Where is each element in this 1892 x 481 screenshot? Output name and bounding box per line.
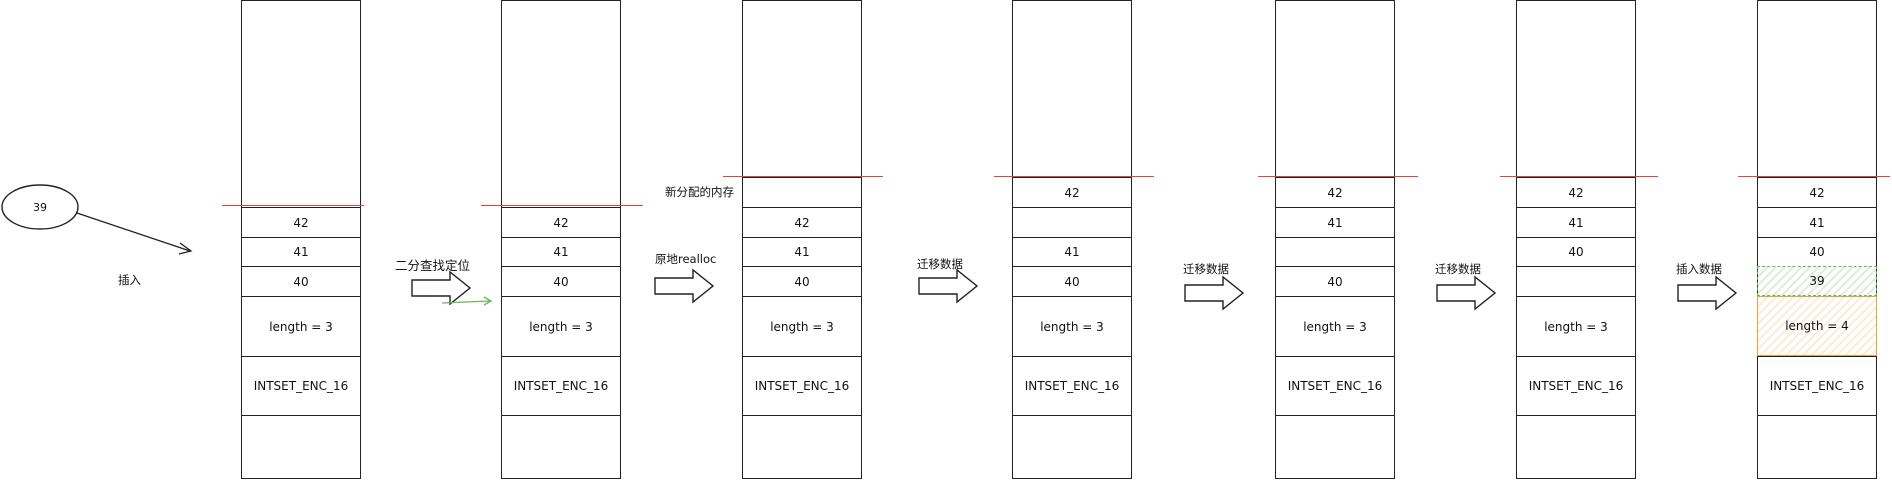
cell-empty <box>1516 266 1636 296</box>
memory-column-2: 42 41 40 length = 3 INTSET_ENC_16 <box>501 0 621 481</box>
cell-encoding: INTSET_ENC_16 <box>1012 356 1132 416</box>
cell-length: length = 3 <box>742 296 862 356</box>
cell-42: 42 <box>742 207 862 237</box>
step-label-1: 二分查找定位 <box>395 258 471 273</box>
cell-42: 42 <box>1757 177 1877 207</box>
cell-length: length = 3 <box>1275 296 1395 356</box>
cell-encoding: INTSET_ENC_16 <box>241 356 361 416</box>
step-label-3: 迁移数据 <box>917 257 963 271</box>
memory-boundary-line <box>1258 176 1418 177</box>
cell-encoding: INTSET_ENC_16 <box>1516 356 1636 416</box>
cell-length: length = 3 <box>501 296 621 356</box>
cell-41: 41 <box>241 237 361 266</box>
cell-encoding: INTSET_ENC_16 <box>501 356 621 416</box>
cell-empty <box>1275 237 1395 266</box>
cell-length: length = 3 <box>1516 296 1636 356</box>
cell-length-updated: length = 4 <box>1757 296 1877 356</box>
cell-new-empty <box>742 177 862 207</box>
cell-41: 41 <box>1757 207 1877 237</box>
column-frame <box>1516 0 1636 479</box>
new-memory-label: 新分配的内存 <box>665 185 734 199</box>
cell-42: 42 <box>501 207 621 237</box>
memory-column-4: 42 41 40 length = 3 INTSET_ENC_16 <box>1012 0 1132 481</box>
insert-label: 插入 <box>118 273 141 287</box>
cell-encoding: INTSET_ENC_16 <box>742 356 862 416</box>
memory-boundary-line <box>1738 176 1890 177</box>
cell-42: 42 <box>1275 177 1395 207</box>
right-arrow-icon <box>654 268 715 304</box>
cell-41: 41 <box>742 237 862 266</box>
column-frame <box>742 0 862 479</box>
cell-40: 40 <box>742 266 862 296</box>
cell-40: 40 <box>1757 237 1877 266</box>
cell-41: 41 <box>501 237 621 266</box>
column-frame <box>1275 0 1395 479</box>
right-arrow-icon <box>411 270 472 306</box>
column-frame <box>501 0 621 479</box>
right-arrow-icon <box>918 268 979 304</box>
cell-inserted-39: 39 <box>1757 266 1877 296</box>
memory-column-7: 42 41 40 39 length = 4 INTSET_ENC_16 <box>1757 0 1877 481</box>
column-frame <box>241 0 361 479</box>
cell-40: 40 <box>1275 266 1395 296</box>
memory-boundary-line <box>481 205 643 206</box>
memory-column-1: 42 41 40 length = 3 INTSET_ENC_16 <box>241 0 361 481</box>
cell-40: 40 <box>501 266 621 296</box>
step-label-2: 原地realloc <box>655 252 717 266</box>
cell-encoding: INTSET_ENC_16 <box>1757 356 1877 416</box>
cell-40: 40 <box>1516 237 1636 266</box>
cell-42: 42 <box>1012 177 1132 207</box>
right-arrow-icon <box>1436 275 1497 311</box>
cell-41: 41 <box>1012 237 1132 266</box>
memory-boundary-line <box>1500 176 1658 177</box>
cell-41: 41 <box>1275 207 1395 237</box>
input-value: 39 <box>33 201 47 214</box>
memory-boundary-line <box>723 176 883 177</box>
input-value-circle <box>1 184 193 255</box>
column-frame <box>1757 0 1877 479</box>
step-label-5: 迁移数据 <box>1435 262 1481 276</box>
cell-40: 40 <box>1012 266 1132 296</box>
step-label-4: 迁移数据 <box>1183 262 1229 276</box>
cell-length: length = 3 <box>1012 296 1132 356</box>
memory-column-3: 42 41 40 length = 3 INTSET_ENC_16 <box>742 0 862 481</box>
cell-encoding: INTSET_ENC_16 <box>1275 356 1395 416</box>
memory-column-5: 42 41 40 length = 3 INTSET_ENC_16 <box>1275 0 1395 481</box>
column-frame <box>1012 0 1132 479</box>
green-pointer-icon <box>441 296 493 306</box>
memory-boundary-line <box>222 205 364 206</box>
cell-41: 41 <box>1516 207 1636 237</box>
cell-length: length = 3 <box>241 296 361 356</box>
right-arrow-icon <box>1677 275 1738 311</box>
cell-40: 40 <box>241 266 361 296</box>
right-arrow-icon <box>1184 275 1245 311</box>
cell-42: 42 <box>1516 177 1636 207</box>
cell-empty <box>1012 207 1132 237</box>
memory-column-6: 42 41 40 length = 3 INTSET_ENC_16 <box>1516 0 1636 481</box>
cell-42: 42 <box>241 207 361 237</box>
memory-boundary-line <box>994 176 1154 177</box>
step-label-6: 插入数据 <box>1676 262 1722 276</box>
